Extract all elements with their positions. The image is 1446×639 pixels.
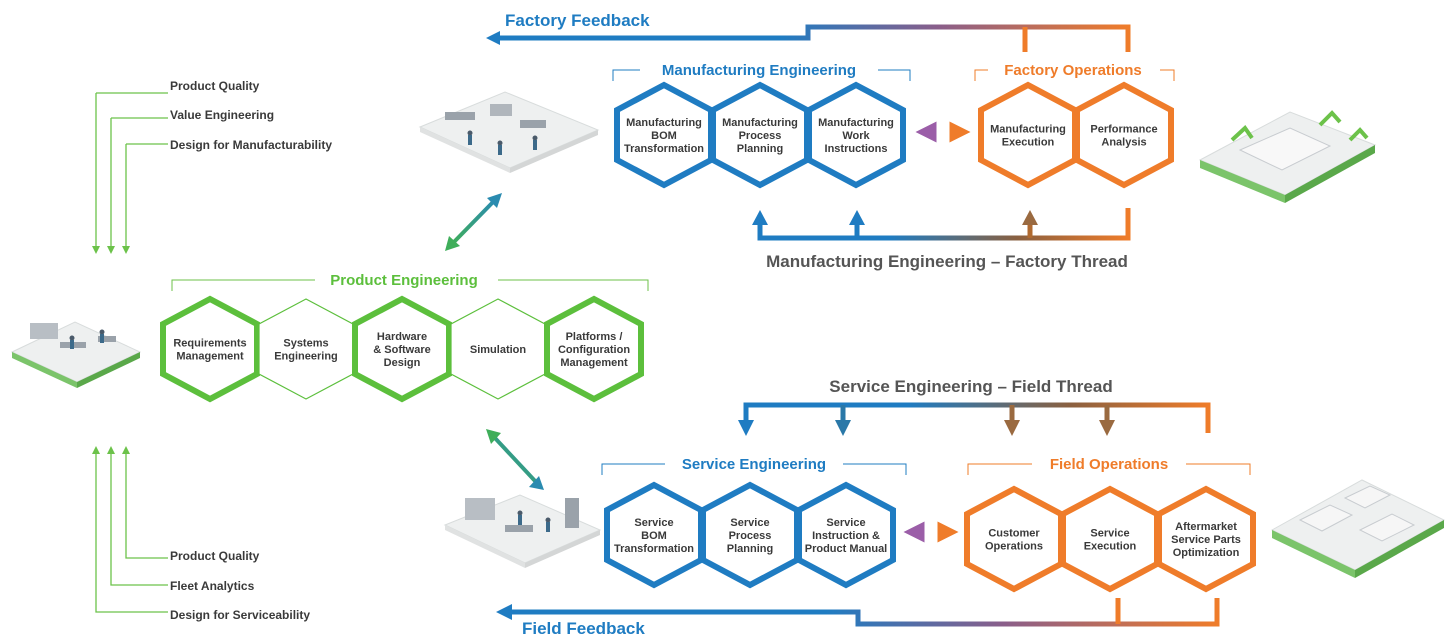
left-top-items: Product Quality Value Engineering Design… (92, 79, 332, 254)
service-engineering-hex-label-2-0: Service (826, 517, 865, 529)
product-engineering-hex-label-1-0: Systems (283, 338, 328, 350)
field-operations-hex-label-1-0: Service (1090, 528, 1129, 540)
manufacturing-thread-connector (752, 208, 1131, 241)
engineering-office-illustration (10, 321, 142, 388)
left-bottom-item-2: Design for Serviceability (170, 608, 310, 622)
product-engineering-hex-label-4-1: Configuration (558, 344, 630, 356)
factory-operations-hex-label-0-1: Execution (1002, 137, 1055, 149)
product-engineering-hex-label-2-2: Design (384, 357, 421, 369)
service-engineering-title: Service Engineering (682, 456, 826, 473)
product-engineering-hex-label-0-1: Management (176, 351, 244, 363)
manufacturing-engineering-hex-label-0-2: Transformation (624, 143, 704, 155)
product-engineering-hex-label-0-0: Requirements (173, 338, 246, 350)
product-engineering-hex-label-4-0: Platforms / (566, 331, 623, 343)
field-operations-hex-label-2-0: Aftermarket (1175, 521, 1237, 533)
field-operations-hex-label-1-1: Execution (1084, 541, 1137, 553)
product-engineering-hex-label-1-1: Engineering (274, 351, 338, 363)
product-engineering-hex-label-2-0: Hardware (377, 331, 427, 343)
service-engineering-hex-label-2-2: Product Manual (805, 543, 888, 555)
left-bottom-item-1: Fleet Analytics (170, 579, 255, 593)
product-engineering-hex-0 (160, 295, 260, 403)
service-engineering-hex-label-1-1: Process (729, 530, 772, 542)
manufacturing-thread-title: Manufacturing Engineering – Factory Thre… (766, 252, 1128, 271)
manufacturing-floor-illustration (418, 91, 600, 173)
factory-operations-group: Factory Operations ManufacturingExecutio… (974, 62, 1175, 189)
field-operations-hex-label-2-2: Optimization (1173, 547, 1240, 559)
manufacturing-engineering-hex-2 (806, 81, 906, 189)
factory-operations-hex-label-1-1: Analysis (1101, 137, 1146, 149)
product-engineering-hex-label-2-1: & Software (373, 344, 430, 356)
field-operations-hex-label-2-1: Service Parts (1171, 534, 1241, 546)
product-to-manufacturing-link (445, 193, 502, 251)
service-engineering-hex-label-1-0: Service (730, 517, 769, 529)
manufacturing-engineering-hex-label-0-0: Manufacturing (626, 117, 702, 129)
factory-operations-hex-label-1-0: Performance (1090, 124, 1157, 136)
manufacturing-engineering-hex-label-2-2: Instructions (825, 143, 888, 155)
manufacturing-engineering-hex-label-0-1: BOM (651, 130, 677, 142)
product-engineering-hex-4 (544, 295, 644, 403)
factory-robots-illustration (1198, 110, 1377, 203)
manufacturing-engineering-hex-label-1-1: Process (739, 130, 782, 142)
field-feedback-arrow (496, 598, 1220, 627)
left-top-item-2: Design for Manufacturability (170, 138, 332, 152)
field-feedback-label: Field Feedback (522, 619, 645, 638)
manufacturing-engineering-hex-label-2-1: Work (842, 130, 870, 142)
service-workshop-illustration (443, 494, 602, 568)
factory-operations-title: Factory Operations (1004, 62, 1142, 79)
manufacturing-engineering-title: Manufacturing Engineering (662, 62, 856, 79)
product-engineering-title: Product Engineering (330, 272, 478, 289)
product-engineering-hex-label-4-2: Management (560, 357, 628, 369)
field-operations-title: Field Operations (1050, 456, 1168, 473)
field-operations-hex-2 (1156, 485, 1256, 593)
field-operations-hex-label-0-1: Operations (985, 541, 1043, 553)
field-operations-hex-label-0-0: Customer (988, 528, 1040, 540)
service-engineering-hex-label-0-2: Transformation (614, 543, 694, 555)
product-engineering-hex-label-3-0: Simulation (470, 344, 527, 356)
service-engineering-group: Service Engineering ServiceBOMTransforma… (601, 456, 907, 589)
product-to-service-link (486, 429, 544, 490)
factory-operations-hex-label-0-0: Manufacturing (990, 124, 1066, 136)
service-thread-connector (738, 402, 1211, 436)
factory-operations-hex-1 (1074, 81, 1174, 189)
manufacturing-engineering-hex-label-1-0: Manufacturing (722, 117, 798, 129)
service-engineering-hex-2 (796, 481, 896, 589)
service-engineering-hex-label-2-1: Instruction & (812, 530, 880, 542)
left-bottom-items: Product Quality Fleet Analytics Design f… (92, 446, 310, 622)
factory-feedback-arrow (486, 24, 1131, 52)
left-bottom-item-0: Product Quality (170, 549, 260, 563)
left-top-item-0: Product Quality (170, 79, 260, 93)
field-vehicles-illustration (1270, 479, 1446, 578)
manufacturing-engineering-hex-label-2-0: Manufacturing (818, 117, 894, 129)
manufacturing-engineering-group: Manufacturing Engineering ManufacturingB… (612, 62, 911, 189)
service-engineering-hex-label-0-1: BOM (641, 530, 667, 542)
service-thread-title: Service Engineering – Field Thread (829, 377, 1112, 396)
manufacturing-engineering-hex-label-1-2: Planning (737, 143, 783, 155)
service-engineering-hex-label-1-2: Planning (727, 543, 773, 555)
service-engineering-hex-label-0-0: Service (634, 517, 673, 529)
left-top-item-1: Value Engineering (170, 108, 274, 122)
product-engineering-group: Product Engineering RequirementsManageme… (160, 272, 649, 403)
product-engineering-hex-2 (352, 295, 452, 403)
factory-feedback-label: Factory Feedback (505, 11, 650, 30)
